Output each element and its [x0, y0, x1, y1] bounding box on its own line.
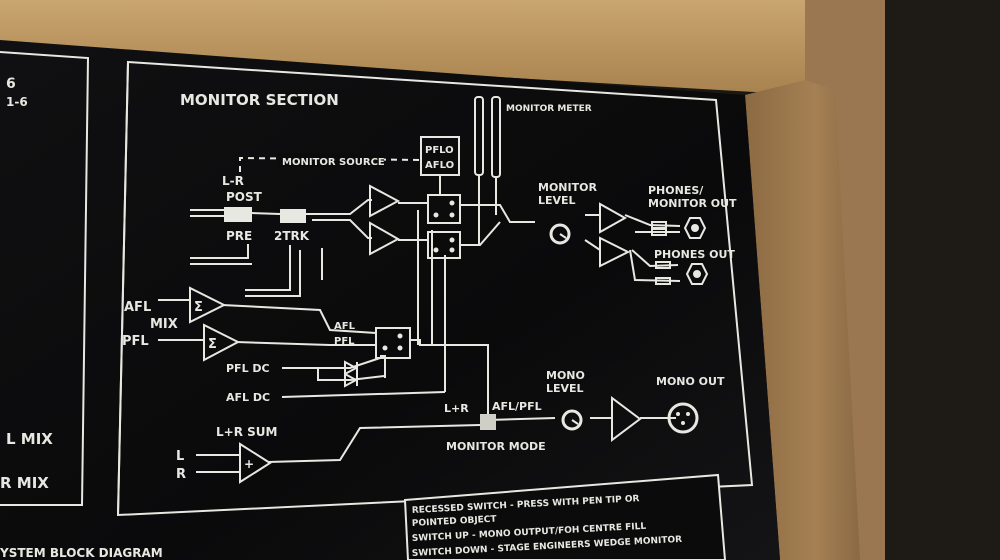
xlr-connector-icon [667, 402, 699, 434]
routing-switches [375, 194, 461, 359]
lr-sum-amp [239, 442, 272, 484]
phones-out-jack-icon [693, 270, 701, 278]
chipboard-edge [805, 0, 885, 560]
afl-sum-amp [189, 286, 227, 324]
phones-monitor-out-label-1: PHONES/ [648, 184, 704, 197]
afl-sigma: Σ [194, 300, 203, 315]
pfl-box-label: PFLO [425, 145, 454, 156]
black-panel [0, 40, 780, 560]
pfl-small-label: PFL [334, 336, 355, 347]
phones-monitor-out-label-2: MONITOR OUT [648, 197, 737, 210]
note-box [403, 473, 727, 560]
left-mix-label-2: R MIX [0, 474, 49, 492]
monitor-source-label: MONITOR SOURCE [282, 157, 385, 168]
pfl-sigma: Σ [208, 337, 217, 352]
pre-label: PRE [226, 229, 252, 243]
afl-dc-label: AFL DC [226, 391, 270, 404]
phones-jack-icon [691, 224, 699, 232]
afl-label: AFL [124, 300, 151, 315]
left-top-label-2: 1-6 [6, 95, 28, 109]
two-trk-label: 2TRK [274, 229, 310, 243]
trk-switch [280, 209, 306, 223]
note-line-2: POINTED OBJECT [412, 515, 498, 529]
xlr-pins [676, 412, 690, 425]
mono-level-label-1: MONO [546, 369, 585, 382]
left-top-label-1: 6 [6, 76, 16, 92]
post-label: POST [226, 190, 263, 204]
right-dark-area [880, 0, 1000, 560]
l-input-label: L [176, 449, 184, 464]
r-input-label: R [176, 467, 186, 482]
pre-switch [224, 207, 252, 222]
lr-sum-plus: + [244, 457, 254, 471]
pfl-sum-amp [203, 323, 241, 362]
lr-sum-label: L+R SUM [216, 425, 277, 439]
phones-out-label: PHONES OUT [654, 248, 735, 261]
mono-level-knob-icon [561, 409, 583, 431]
mono-out-label: MONO OUT [656, 375, 725, 388]
afl-pfl-mode-label: AFL/PFL [492, 400, 542, 413]
monitor-section-frame [116, 60, 754, 517]
left-mix-label-1: L MIX [6, 430, 53, 448]
meter-label: MONITOR METER [506, 104, 592, 114]
mix-label: MIX [150, 317, 178, 332]
lr-label: L-R [222, 174, 244, 188]
amplifiers [369, 184, 642, 442]
dc-diodes [344, 360, 359, 388]
mono-level-knob-pointer [571, 419, 579, 425]
pfl-label: PFL [122, 334, 149, 349]
lr-mode-label: L+R [444, 402, 469, 415]
monitor-level-label-2: LEVEL [538, 194, 576, 207]
monitor-level-knob-icon [549, 223, 571, 245]
section-title: MONITOR SECTION [180, 91, 339, 109]
mono-level-label-2: LEVEL [546, 382, 584, 395]
afl-box-label: AFLO [425, 160, 454, 171]
monitor-mode-switch [480, 414, 496, 430]
pfl-dc-label: PFL DC [226, 362, 270, 375]
jack-sockets [651, 217, 709, 285]
block-diagram-label: YSTEM BLOCK DIAGRAM [0, 546, 163, 560]
afl-small-label: AFL [334, 321, 356, 332]
monitor-mode-label: MONITOR MODE [446, 440, 546, 453]
switch-contacts [382, 200, 455, 351]
monitor-level-label-1: MONITOR [538, 181, 597, 194]
monitor-level-knob-pointer [559, 233, 567, 239]
monitor-source-bg [278, 153, 384, 167]
wood-top-strip [0, 0, 805, 95]
